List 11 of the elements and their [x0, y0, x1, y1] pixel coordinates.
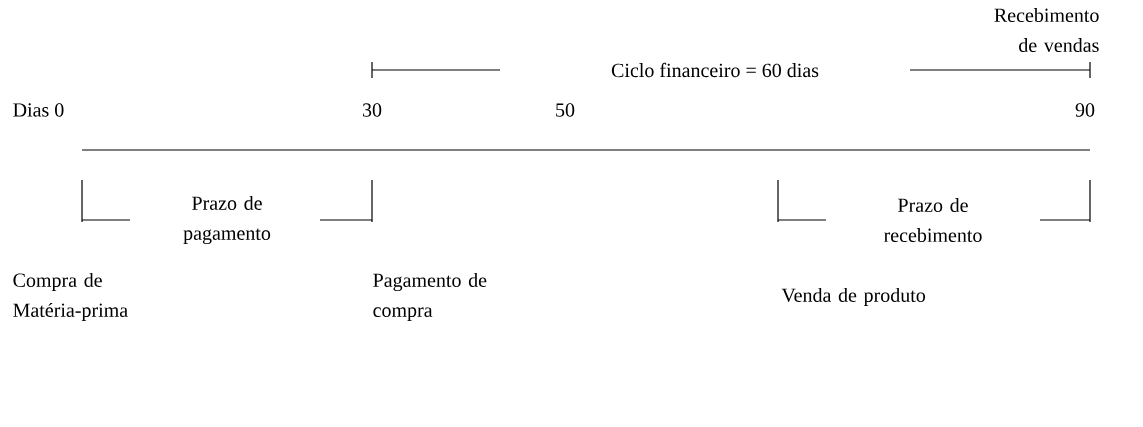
- axis-label: Dias 0: [13, 103, 64, 117]
- bracket-label: Prazo de pagamento: [183, 195, 271, 245]
- event-label: Recebimento de vendas: [994, 7, 1099, 52]
- tick-label: 30: [362, 103, 382, 117]
- event-label: Venda de produto: [781, 287, 926, 307]
- event-label: Compra de Matéria-prima: [13, 272, 128, 322]
- event-label: Pagamento de compra: [373, 272, 487, 322]
- dimension-label: Ciclo financeiro = 60 dias: [611, 62, 819, 78]
- tick-label: 90: [1075, 103, 1095, 117]
- bracket-label: Prazo de recebimento: [884, 197, 982, 242]
- tick-label: 50: [556, 103, 575, 117]
